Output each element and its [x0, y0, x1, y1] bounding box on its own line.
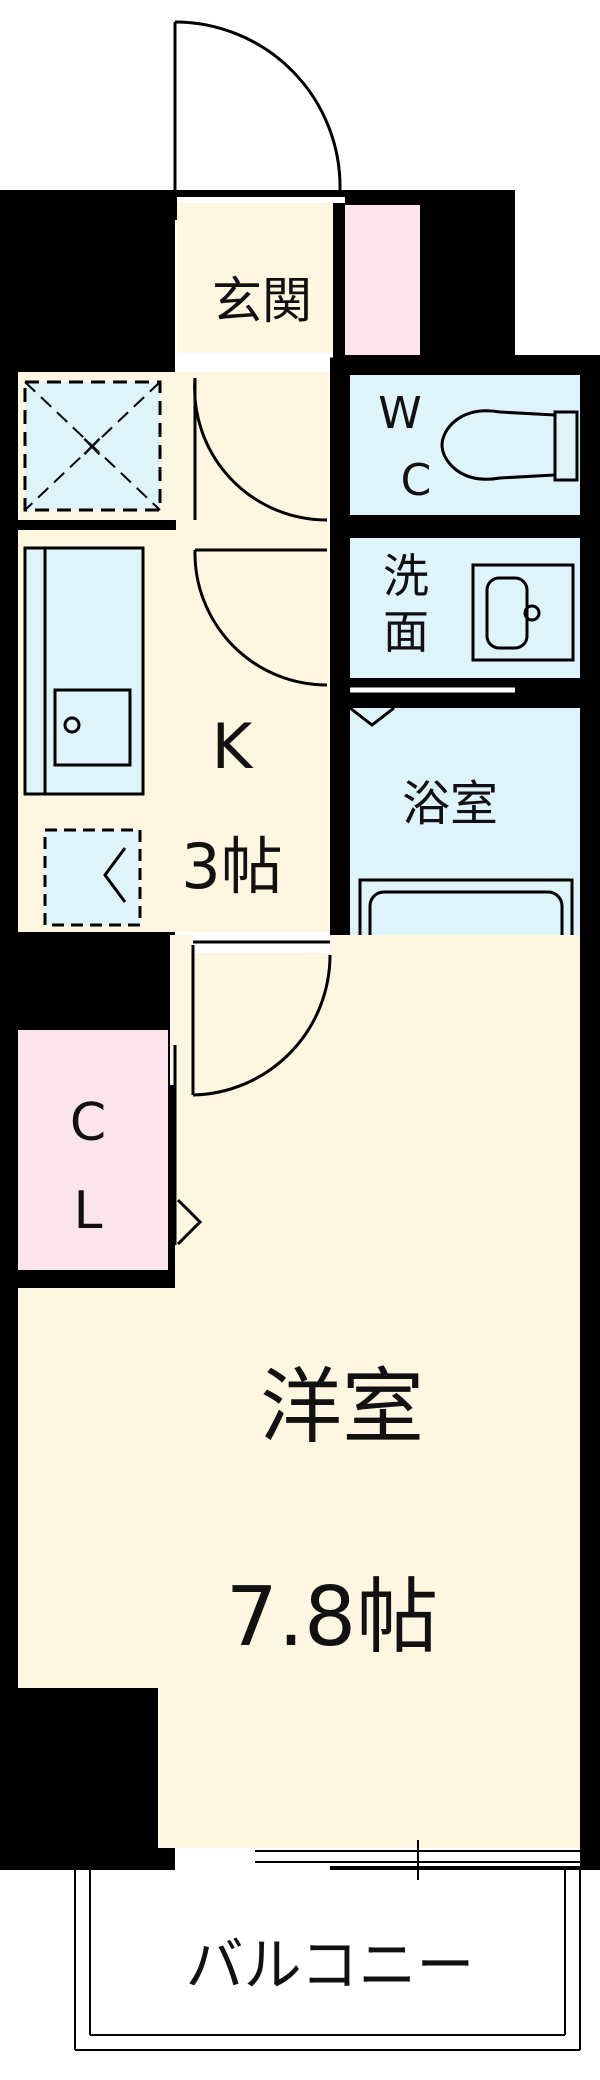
balcony-window: [255, 1840, 580, 1880]
kitchen-size-label: 3帖: [181, 830, 282, 903]
western-room-label: 洋室: [260, 1360, 424, 1455]
western-room-size-label: 7.8帖: [226, 1570, 438, 1665]
balcony-label: バルコニー: [186, 1931, 475, 1999]
entrance-label: 玄関: [212, 272, 312, 330]
washroom-label-1: 洗: [383, 549, 429, 603]
svg-text:×: ×: [79, 429, 104, 464]
entrance: 玄関: [177, 197, 420, 358]
kitchen-counter: [23, 546, 145, 796]
washroom: 洗 面: [350, 538, 580, 693]
wc-room: W C: [350, 375, 580, 515]
washroom-label-2: 面: [383, 605, 429, 659]
sink-icon: [471, 563, 575, 662]
kitchen-label: K: [212, 710, 254, 783]
kitchen-doors: [193, 377, 328, 687]
western-room-door: [191, 935, 332, 1097]
kitchen-storage: ×: [23, 380, 162, 512]
closet-label-l: L: [74, 1181, 103, 1241]
toilet-icon: [440, 409, 579, 482]
kitchen-lower-storage: [43, 828, 142, 927]
closet-label-c: C: [70, 1093, 106, 1153]
western-room: [18, 935, 580, 1850]
wc-label-w: W: [378, 388, 422, 439]
bathroom-label: 浴室: [402, 776, 498, 832]
balcony: [74, 1870, 581, 2051]
shoe-cabinet: [345, 205, 420, 355]
entrance-door: [173, 20, 342, 194]
closet: C L: [18, 1030, 203, 1270]
wc-label-c: C: [401, 455, 432, 506]
